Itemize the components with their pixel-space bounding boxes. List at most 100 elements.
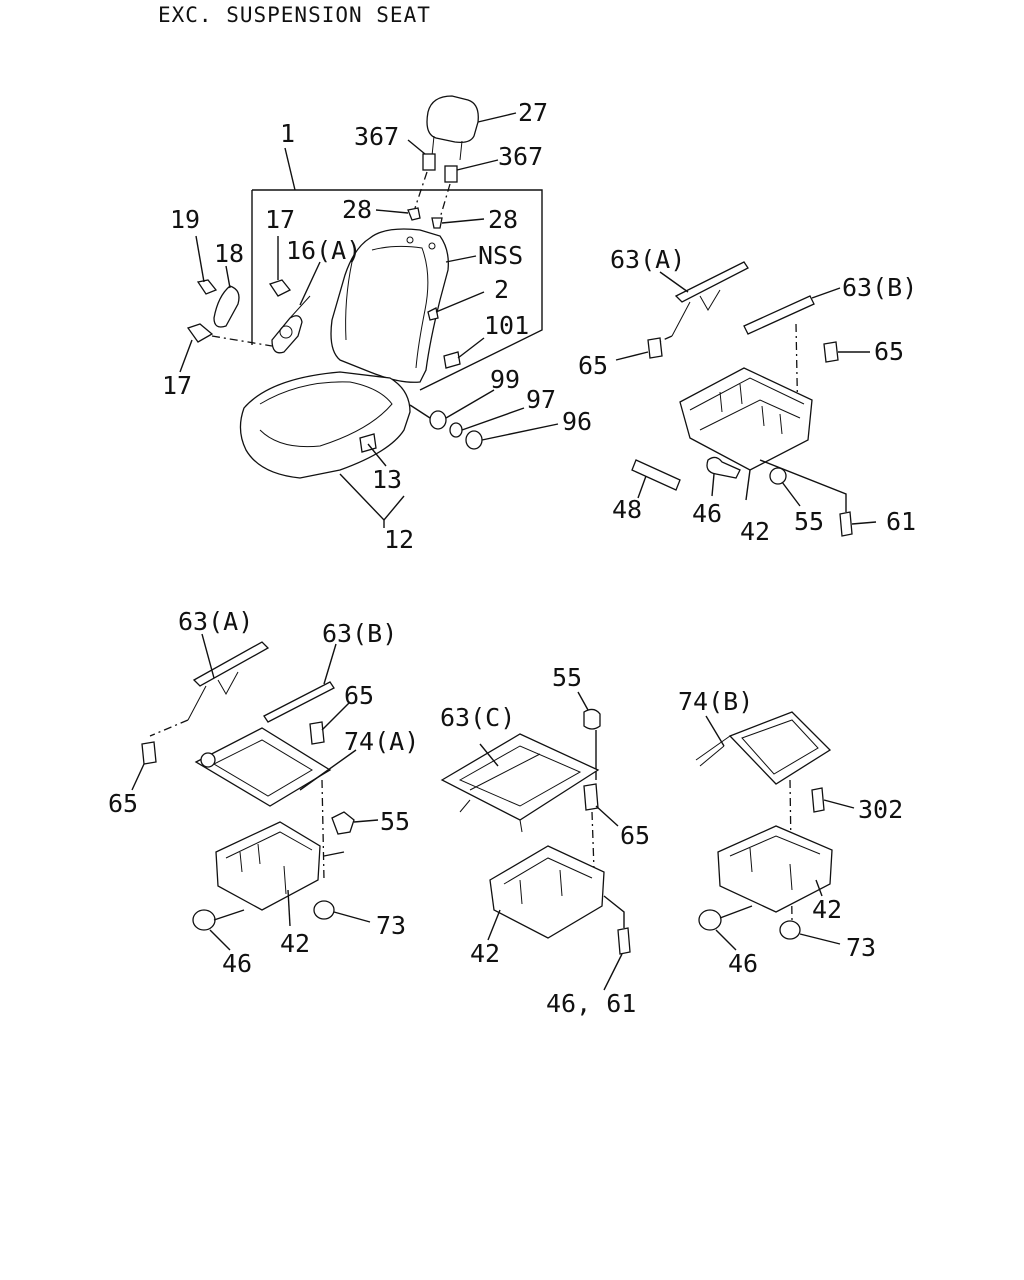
- frame-74A: [194, 727, 332, 807]
- callout-97: 97: [526, 385, 556, 414]
- callout-42-lower-mid: 42: [470, 939, 500, 968]
- callout-46-61: 46, 61: [546, 989, 636, 1018]
- item1-bracket: [252, 189, 543, 391]
- callout-55-lower-left: 55: [380, 807, 410, 836]
- callout-27: 27: [518, 98, 548, 127]
- bolt-17-upper: [268, 279, 292, 297]
- callout-367-right: 367: [498, 142, 543, 171]
- callout-13: 13: [372, 465, 402, 494]
- bolt-46-lower-right: [698, 909, 722, 931]
- callout-2: 2: [494, 275, 509, 304]
- bolt-65-right-left: [647, 337, 663, 359]
- nut-73-lower-right: [779, 920, 801, 940]
- callout-73-lower-left: 73: [376, 911, 406, 940]
- callout-55-right: 55: [794, 507, 824, 536]
- bolt-65-right-right: [823, 341, 839, 363]
- callout-99: 99: [490, 365, 520, 394]
- callout-302: 302: [858, 795, 903, 824]
- callout-28-left: 28: [342, 195, 372, 224]
- bushing-99: [429, 410, 447, 430]
- callout-19: 19: [170, 205, 200, 234]
- callout-63A-lower: 63(A): [178, 607, 253, 636]
- callout-46-lower-left: 46: [222, 949, 252, 978]
- callout-63C: 63(C): [440, 703, 515, 732]
- diagram-title: EXC. SUSPENSION SEAT: [158, 3, 431, 27]
- bolt-65-lower-left: [141, 741, 157, 765]
- callout-17-lower: 17: [162, 371, 192, 400]
- seat-assembly: [179, 95, 559, 528]
- callout-18: 18: [214, 239, 244, 268]
- nut-55-right: [769, 467, 787, 485]
- callout-28-right: 28: [488, 205, 518, 234]
- screw-19: [196, 279, 218, 295]
- callout-16A: 16(A): [286, 236, 361, 265]
- label-2: [427, 307, 439, 321]
- callout-nss: NSS: [478, 241, 523, 270]
- callout-42-lower-left: 42: [280, 929, 310, 958]
- callout-101: 101: [484, 311, 529, 340]
- callout-48: 48: [612, 495, 642, 524]
- callout-42-right: 42: [740, 517, 770, 546]
- seat-cushion: [239, 371, 411, 479]
- bolt-46-61-lower-mid: [617, 927, 631, 955]
- bolt-61: [839, 511, 853, 537]
- frame-63C: [440, 733, 600, 821]
- bolt-65-lower-mid: [309, 721, 325, 745]
- bolt-302: [811, 787, 825, 813]
- callout-74A: 74(A): [344, 727, 419, 756]
- headrest: [426, 95, 479, 161]
- frame-74B: [728, 711, 832, 785]
- callout-65-lower-left: 65: [108, 789, 138, 818]
- rail-63A-lower: [192, 641, 270, 687]
- callout-42-lower-right: 42: [812, 895, 842, 924]
- callout-73-lower-right: 73: [846, 933, 876, 962]
- nut-96: [465, 430, 483, 450]
- recliner-16A: [271, 295, 311, 354]
- callout-46-lower-right: 46: [728, 949, 758, 978]
- callout-65-lower-mid: 65: [344, 681, 374, 710]
- callout-labels: 27 367 367 1 28 28 19 17 16(A) 18 NSS 2 …: [108, 98, 917, 1018]
- callout-1: 1: [280, 119, 295, 148]
- callout-65-right-left: 65: [578, 351, 608, 380]
- rail-assembly-right: [615, 261, 877, 537]
- callout-65-right-right: 65: [874, 337, 904, 366]
- rail-assembly-lower-right: [695, 711, 855, 951]
- nut-55-lower-mid: [583, 708, 601, 730]
- frame-42-lower-left: [215, 821, 321, 911]
- nut-55-lower-left: [331, 811, 355, 835]
- rail-63B-right: [743, 295, 815, 335]
- bolt-46-lower-left: [192, 909, 216, 931]
- callout-55-lower-mid: 55: [552, 663, 582, 692]
- bolt-17-lower: [186, 323, 214, 343]
- callout-17-upper: 17: [265, 205, 295, 234]
- callout-12: 12: [384, 525, 414, 554]
- guide-367-left: [422, 153, 436, 171]
- rail-assembly-lower-middle: [440, 691, 631, 991]
- callout-96: 96: [562, 407, 592, 436]
- cap-28-right: [431, 217, 443, 229]
- bolt-65-lower-mid2: [583, 783, 599, 811]
- label-13: [359, 433, 377, 453]
- cap-28-left: [407, 207, 421, 221]
- frame-42-right: [679, 367, 813, 471]
- rail-assembly-lower-left: [131, 633, 379, 951]
- rail-63A-right: [674, 261, 749, 303]
- callout-74B: 74(B): [678, 687, 753, 716]
- cover-101: [443, 351, 461, 369]
- seat-back: [330, 228, 449, 383]
- callout-367-left: 367: [354, 122, 399, 151]
- callout-65-lower-mid2: 65: [620, 821, 650, 850]
- callout-63B-lower: 63(B): [322, 619, 397, 648]
- bolt-46-right: [706, 456, 741, 479]
- callout-63A-right: 63(A): [610, 245, 685, 274]
- frame-42-lower-mid: [489, 845, 605, 939]
- gasket-48: [631, 459, 681, 491]
- callout-46-right: 46: [692, 499, 722, 528]
- knob-18: [213, 285, 240, 328]
- callout-63B-right: 63(B): [842, 273, 917, 302]
- rail-63B-lower: [263, 681, 335, 723]
- callout-61: 61: [886, 507, 916, 536]
- nut-73-lower-left: [313, 900, 335, 920]
